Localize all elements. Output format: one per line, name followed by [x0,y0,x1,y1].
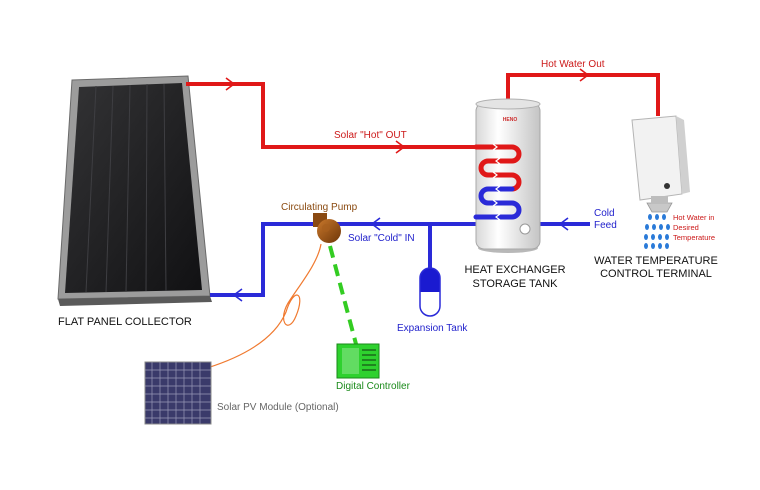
tank-brand-logo: HENO [503,117,518,123]
digital-controller-label: Digital Controller [336,381,411,392]
hot-water-drops [644,214,670,249]
solar-hot-out-label: Solar "Hot" OUT [334,130,407,141]
flat-panel-collector [57,75,212,306]
controller-link [328,245,358,345]
circulating-pump-label: Circulating Pump [281,202,358,213]
cold-flow-arrows [232,217,569,302]
pv-module-wire [206,243,322,369]
solar-pv-module [144,361,212,425]
hot-flow-arrows [225,68,590,154]
circulating-pump [313,213,341,243]
tank-label-line2: STORAGE TANK [473,278,559,290]
hot-desired-label-line3: Temperature [673,233,715,242]
hot-pipe-loop [186,73,660,149]
tank-label-line1: HEAT EXCHANGER [464,264,565,276]
hot-desired-label-line1: Hot Water in [673,213,714,222]
digital-controller [336,343,380,379]
solar-cold-in-label: Solar "Cold" IN [348,233,415,244]
heat-exchanger-coil [473,144,522,220]
cold-feed-label-line1: Cold [594,208,615,219]
hot-water-out-label: Hot Water Out [541,59,605,70]
expansion-tank-label: Expansion Tank [397,323,468,334]
hot-desired-label-line2: Desired [673,223,699,232]
coil-flow-arrows [492,143,501,221]
cold-pipe-loop [210,222,590,297]
expansion-tank [419,267,441,317]
pv-module-label: Solar PV Module (Optional) [217,402,339,413]
terminal-label-line1: WATER TEMPERATURE [594,255,718,267]
terminal-label-line2: CONTROL TERMINAL [600,268,712,280]
control-terminal [631,115,690,213]
cold-feed-label-line2: Feed [594,220,617,231]
collector-label: FLAT PANEL COLLECTOR [58,316,192,328]
